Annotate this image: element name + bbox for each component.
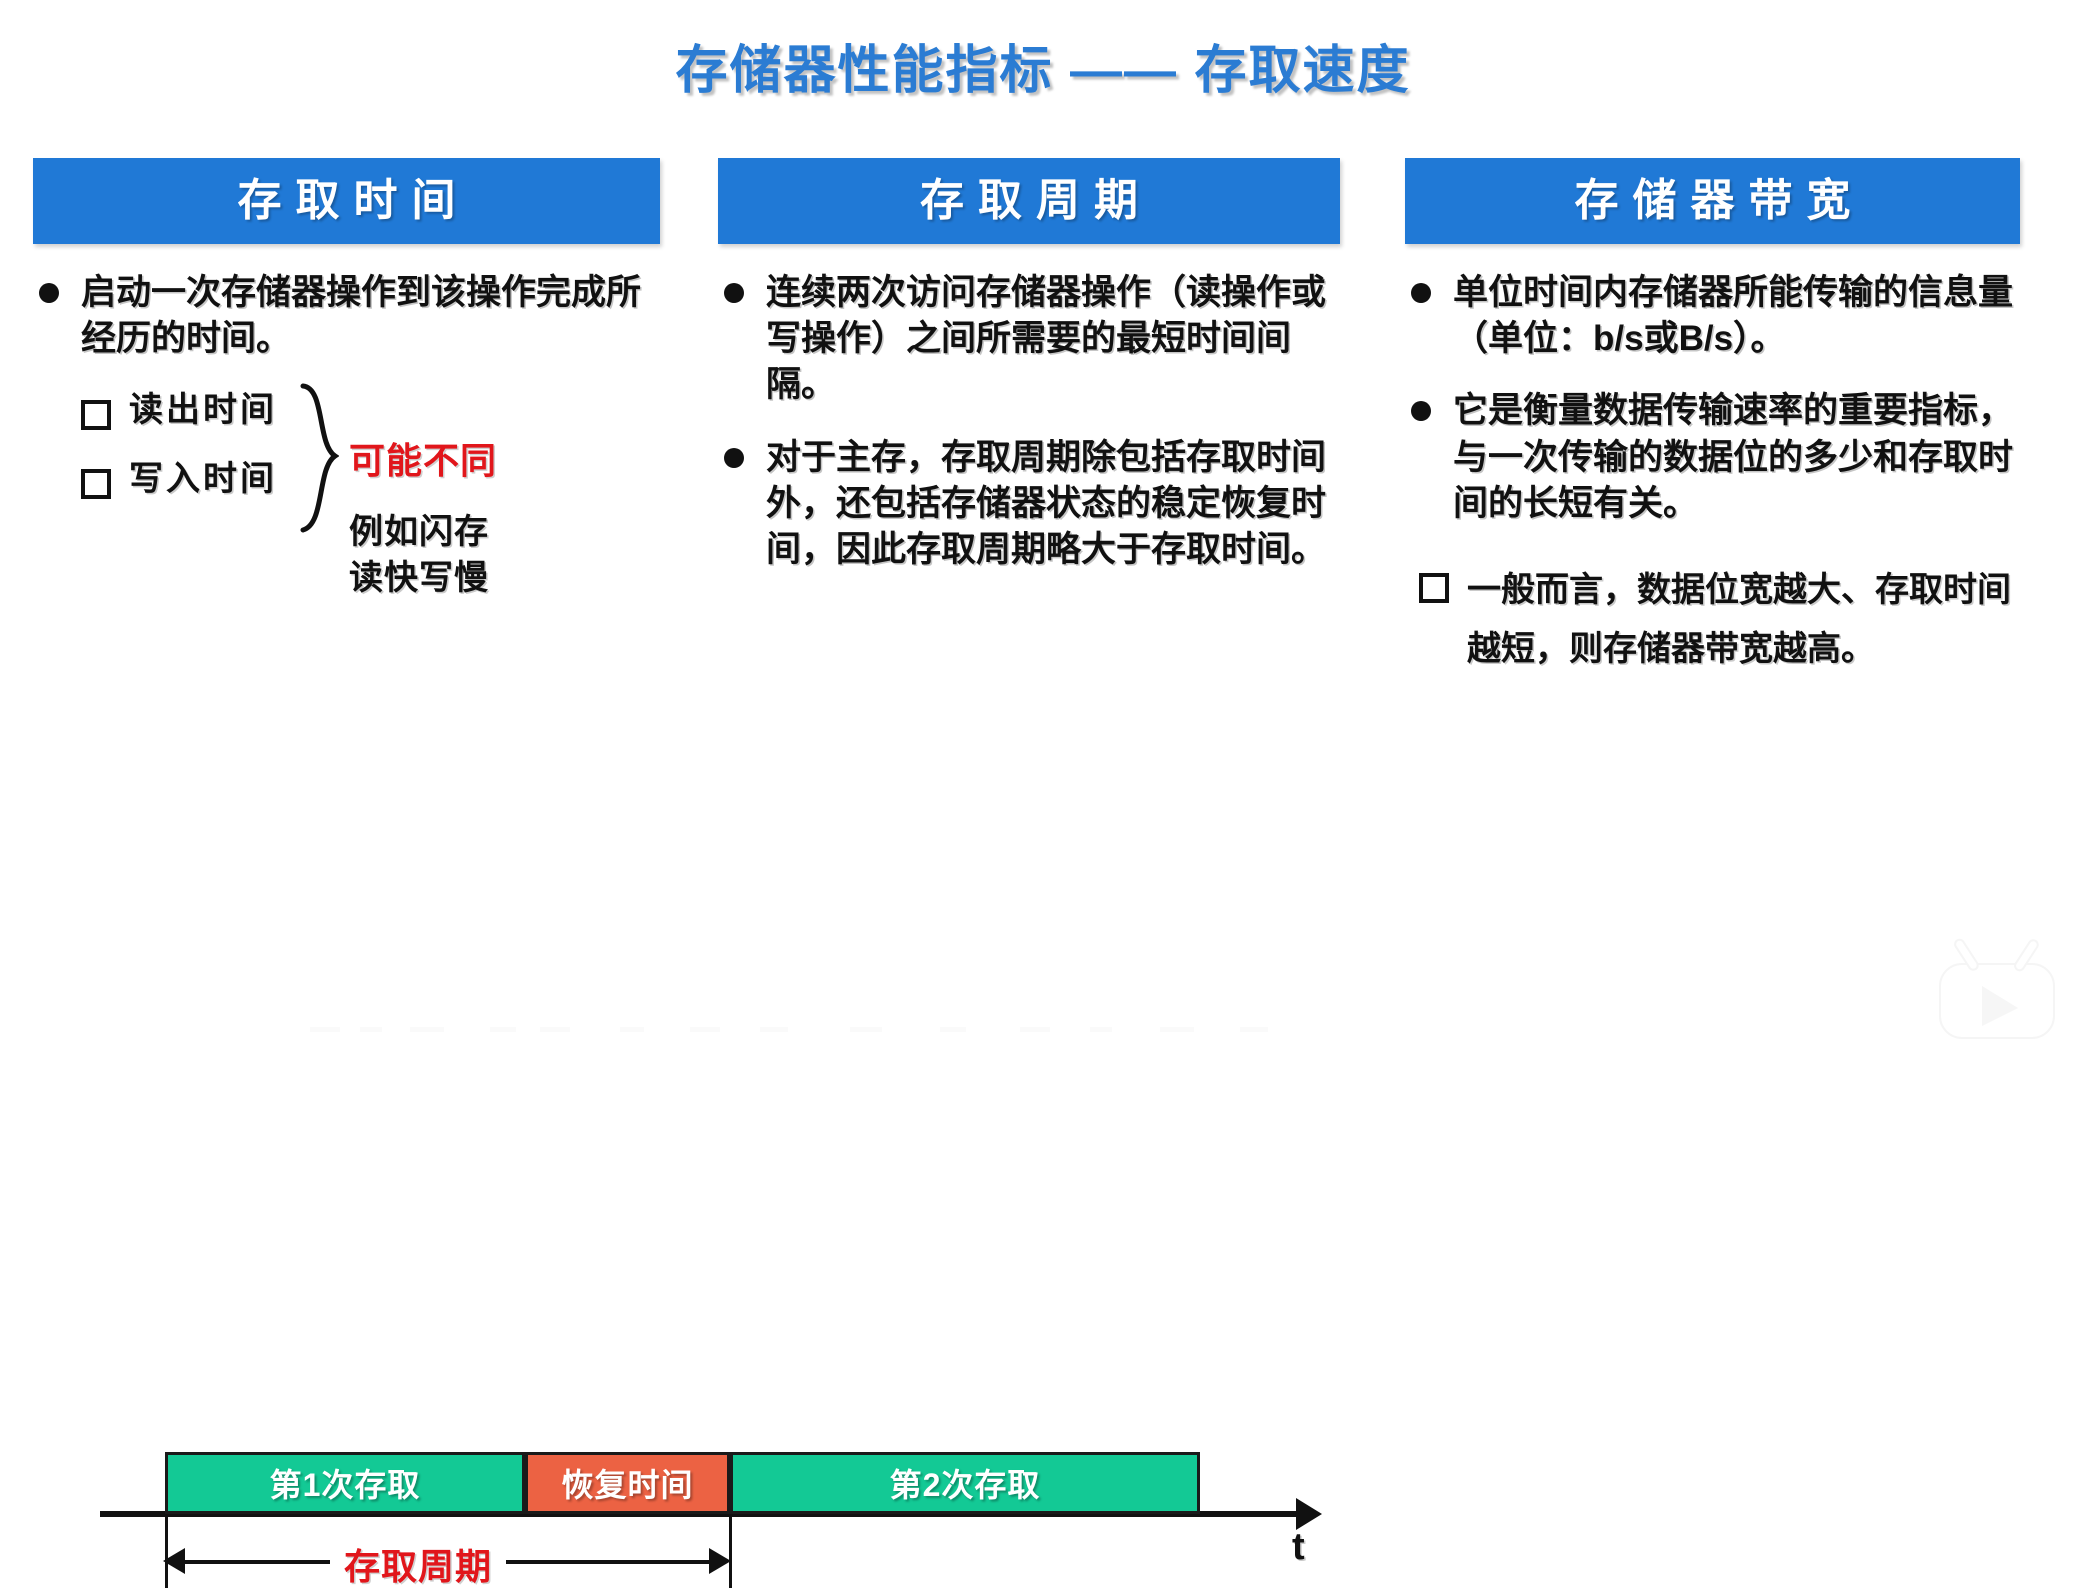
access-time-annotation-group: 读出时间 写入时间 可能不同 例如闪存 读快写慢	[81, 383, 660, 638]
column-header-access-time: 存取时间	[33, 158, 660, 244]
bullet-item: 启动一次存储器操作到该操作完成所经历的时间。	[33, 270, 660, 362]
bilibili-watermark-icon	[1939, 938, 2055, 1039]
dimension-label: 存取周期	[330, 1538, 507, 1590]
square-bullet-icon	[81, 400, 111, 431]
bullet-item: 连续两次访问存储器操作（读操作或写操作）之间所需要的最短时间间隔。	[718, 270, 1340, 409]
bottom-faint-text-artifact	[310, 1027, 1268, 1032]
timeline-axis-label: t	[1292, 1526, 1305, 1568]
column-header-access-cycle: 存取周期	[718, 158, 1340, 244]
column-body-access-cycle: 连续两次访问存储器操作（读操作或写操作）之间所需要的最短时间间隔。 对于主存，存…	[718, 270, 1340, 573]
bullet-text: 启动一次存储器操作到该操作完成所经历的时间。	[81, 273, 642, 359]
sub-item-label: 写入时间	[129, 459, 277, 498]
square-bullet-icon	[1419, 572, 1449, 603]
bullet-item: 对于主存，存取周期除包括存取时间外，还包括存储器状态的稳定恢复时间，因此存取周期…	[718, 435, 1340, 574]
note-line: 读快写慢	[349, 559, 489, 598]
dimension-arrow-left-icon	[163, 1548, 185, 1574]
column-body-memory-bandwidth: 单位时间内存储器所能传输的信息量（单位：b/s或B/s）。 它是衡量数据传输速率…	[1405, 270, 2020, 680]
square-bullet-icon	[81, 468, 111, 499]
timeline-block-second-access: 第2次存取	[730, 1452, 1200, 1514]
column-memory-bandwidth: 存储器带宽 单位时间内存储器所能传输的信息量（单位：b/s或B/s）。 它是衡量…	[1405, 158, 2020, 690]
curly-brace-icon	[300, 383, 339, 533]
bullet-dot-icon	[1411, 401, 1431, 422]
timeline-block-recovery-time: 恢复时间	[525, 1452, 730, 1514]
bullet-dot-icon	[1411, 283, 1431, 303]
column-header-memory-bandwidth: 存储器带宽	[1405, 158, 2020, 244]
sub-item-label: 读出时间	[129, 391, 277, 430]
flash-memory-note: 例如闪存 读快写慢	[349, 510, 489, 602]
slide-canvas: 存储器性能指标 —— 存取速度 存取时间 启动一次存储器操作到该操作完成所经历的…	[0, 42, 2020, 1590]
bullet-text: 连续两次访问存储器操作（读操作或写操作）之间所需要的最短时间间隔。	[766, 273, 1327, 405]
column-access-time: 存取时间 启动一次存储器操作到该操作完成所经历的时间。 读出时间 写入时间	[33, 158, 660, 638]
sub-item-label: 一般而言，数据位宽越大、存取时间越短，则存储器带宽越高。	[1467, 570, 2011, 669]
bullet-dot-icon	[724, 447, 744, 468]
bullet-item: 单位时间内存储器所能传输的信息量（单位：b/s或B/s）。	[1405, 270, 2020, 362]
sub-item: 写入时间	[81, 457, 660, 501]
sub-item: 读出时间	[81, 388, 660, 432]
brace-label: 可能不同	[349, 440, 498, 482]
bullet-text: 单位时间内存储器所能传输的信息量（单位：b/s或B/s）。	[1453, 273, 2014, 359]
note-line: 例如闪存	[349, 513, 489, 552]
bullet-item: 它是衡量数据传输速率的重要指标，与一次传输的数据位的多少和存取时间的长短有关。	[1405, 388, 2020, 527]
column-access-cycle: 存取周期 连续两次访问存储器操作（读操作或写操作）之间所需要的最短时间间隔。 对…	[718, 158, 1340, 599]
bullet-text: 它是衡量数据传输速率的重要指标，与一次传输的数据位的多少和存取时间的长短有关。	[1453, 391, 2014, 523]
sub-item: 一般而言，数据位宽越大、存取时间越短，则存储器带宽越高。	[1419, 561, 2020, 680]
access-cycle-timeline-diagram: t 第1次存取 恢复时间 第2次存取 存取周期	[0, 700, 1400, 1590]
dimension-arrow-right-icon	[709, 1548, 731, 1574]
page-title: 存储器性能指标 —— 存取速度	[675, 42, 1411, 100]
bullet-text: 对于主存，存取周期除包括存取时间外，还包括存储器状态的稳定恢复时间，因此存取周期…	[766, 437, 1327, 569]
timeline-block-first-access: 第1次存取	[165, 1452, 525, 1514]
bullet-dot-icon	[724, 283, 744, 303]
bullet-dot-icon	[39, 283, 59, 303]
column-body-access-time: 启动一次存储器操作到该操作完成所经历的时间。 读出时间 写入时间 可能不同 例如…	[33, 270, 660, 638]
